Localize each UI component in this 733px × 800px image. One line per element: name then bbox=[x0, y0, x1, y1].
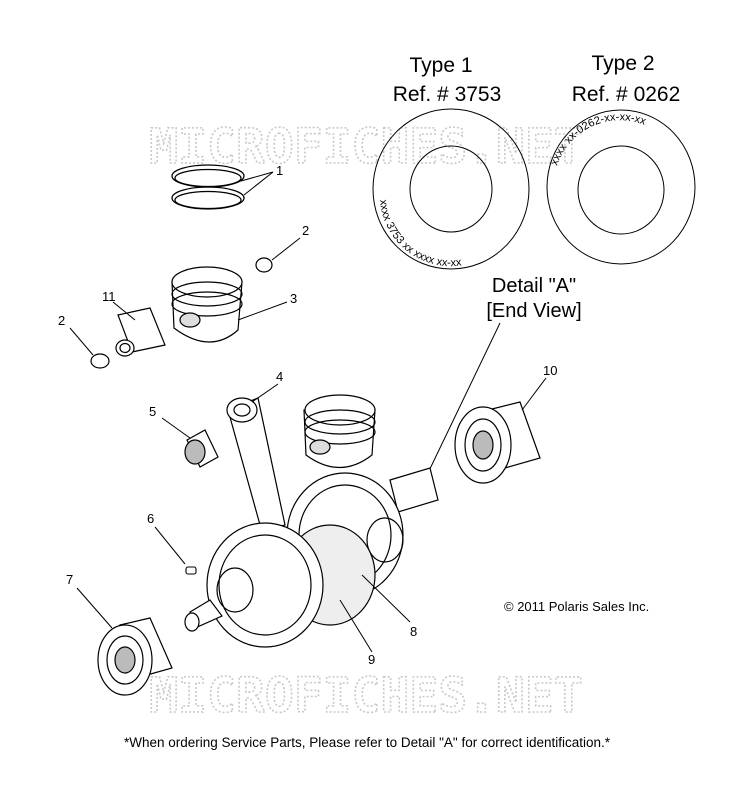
type2-ref: Ref. # 0262 bbox=[572, 83, 681, 106]
circlip-upper bbox=[255, 257, 273, 273]
piston-assembled bbox=[303, 394, 376, 468]
piston bbox=[171, 266, 243, 343]
circlip-lower bbox=[90, 353, 110, 369]
crankshaft bbox=[184, 467, 439, 648]
callout-2-upper: 2 bbox=[302, 223, 309, 238]
callout-6: 6 bbox=[147, 511, 154, 526]
callout-4: 4 bbox=[276, 369, 283, 384]
type2-title: Type 2 bbox=[591, 52, 654, 75]
callout-8: 8 bbox=[410, 624, 417, 639]
type1-title: Type 1 bbox=[409, 54, 472, 77]
type2-thrust-ring: xxxx xx-0262-xx-xx-xx bbox=[546, 109, 696, 265]
callout-3: 3 bbox=[290, 291, 297, 306]
detail-title: Detail "A" bbox=[492, 275, 576, 297]
footer-note: *When ordering Service Parts, Please ref… bbox=[124, 735, 611, 750]
main-bearing-left bbox=[97, 617, 173, 696]
callout-1: 1 bbox=[276, 163, 283, 178]
wrist-pin bbox=[115, 307, 166, 357]
main-bearing-right bbox=[454, 401, 541, 484]
woodruff-key bbox=[185, 566, 197, 575]
callout-2-lower: 2 bbox=[58, 313, 65, 328]
detail-subtitle: [End View] bbox=[486, 300, 581, 322]
detail-leader-line bbox=[426, 322, 501, 476]
copyright-text: © 2011 Polaris Sales Inc. bbox=[504, 599, 649, 614]
callout-10: 10 bbox=[543, 363, 557, 378]
connecting-rod bbox=[226, 397, 286, 533]
callout-11: 11 bbox=[102, 289, 116, 304]
callout-7: 7 bbox=[66, 572, 73, 587]
type1-ring-text: xxxx 3753 xx xxxx xx-xx bbox=[377, 199, 463, 269]
type1-ref: Ref. # 3753 bbox=[393, 83, 502, 106]
needle-bearing bbox=[184, 429, 219, 468]
piston-rings bbox=[171, 164, 245, 210]
callout-5: 5 bbox=[149, 404, 156, 419]
callout-9: 9 bbox=[368, 652, 375, 667]
watermark-bottom: MICROFICHES.NET bbox=[149, 668, 582, 724]
